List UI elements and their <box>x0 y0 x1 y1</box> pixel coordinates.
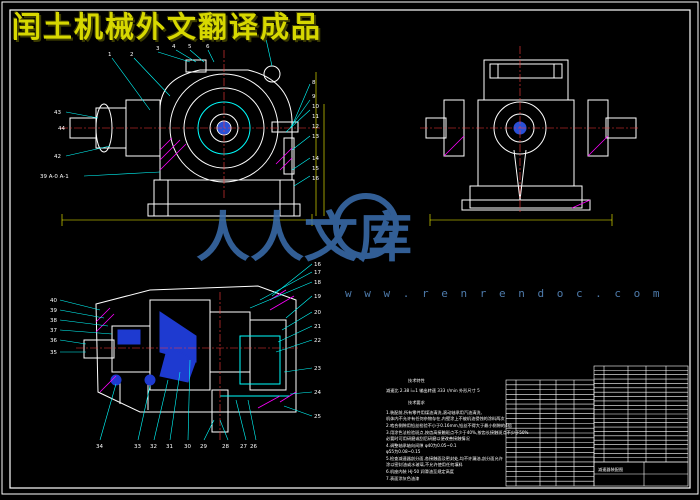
title-banner: 闰土机械外文翻译成品 <box>12 10 323 44</box>
balloon-43: 43 <box>54 110 61 116</box>
notes-spec-line: 减速比 2.38 i=1 输出转速 333 r/min 外形尺寸 5 <box>386 387 480 394</box>
requirement-5: 5.检查减速器剖分面,各接触面及密封处,均不许漏油,剖分面允许 <box>386 455 503 462</box>
balloon-s31: 31 <box>166 444 173 450</box>
balloon-s35: 35 <box>50 350 57 356</box>
balloon-14: 14 <box>312 156 319 162</box>
balloon-12: 12 <box>312 124 319 130</box>
requirement-1: 1.装配前,所有零件用煤油清洗,滚动轴承用汽油清洗, <box>386 409 482 416</box>
balloon-s25: 25 <box>314 414 321 420</box>
section-view <box>59 263 313 441</box>
balloon-s30: 30 <box>184 444 191 450</box>
section-view-labels: 16 17 18 19 20 21 22 23 24 25 26 27 28 2… <box>50 262 321 450</box>
balloon-10: 10 <box>312 104 319 110</box>
front-view-labels: 1 2 3 4 5 6 7 8 9 10 11 12 13 14 15 16 4… <box>40 24 319 182</box>
balloon-s22: 22 <box>314 338 321 344</box>
balloon-s24: 24 <box>314 390 321 396</box>
balloon-s39: 39 <box>50 308 57 314</box>
balloon-s18: 18 <box>314 280 321 286</box>
requirement-7: 7.表面涂灰色油漆 <box>386 475 419 482</box>
balloon-s20: 20 <box>314 310 321 316</box>
side-view <box>420 46 640 226</box>
requirement-3b: 必要时可用研磨或刮后研磨以便改善接触情况 <box>386 435 471 442</box>
watermark-brand-text: 人人文库 <box>196 206 412 269</box>
balloon-s32: 32 <box>150 444 157 450</box>
balloon-8: 8 <box>312 80 316 86</box>
balloon-s37: 37 <box>50 328 57 334</box>
balloon-s27: 27 <box>240 444 247 450</box>
parts-list-table <box>505 365 689 487</box>
balloon-5: 5 <box>188 44 192 50</box>
balloon-s40: 40 <box>50 298 57 304</box>
requirement-4b: φ55为0.08~0.15 <box>386 448 421 455</box>
balloon-s38: 38 <box>50 318 57 324</box>
front-view <box>60 29 325 226</box>
balloon-s34: 34 <box>96 444 103 450</box>
requirement-2: 2.啮合侧隙用铅丝检验不小于0.16mm,铅丝不得大于最小侧隙的4倍 <box>386 422 512 429</box>
drawing-frame-inner <box>9 9 691 489</box>
balloon-1: 1 <box>108 52 112 58</box>
watermark-site-text: w w w . r e n r e n d o c . c o m <box>345 287 663 300</box>
watermark-circle <box>333 193 399 259</box>
balloon-s23: 23 <box>314 366 321 372</box>
balloon-15: 15 <box>312 166 319 172</box>
balloon-7: 7 <box>262 24 266 30</box>
balloon-s16: 16 <box>314 262 321 268</box>
balloon-9: 9 <box>312 94 316 100</box>
balloon-13: 13 <box>312 134 319 140</box>
balloon-s21: 21 <box>314 324 321 330</box>
notes-subheading: 技术要求 <box>408 399 426 406</box>
balloon-3: 3 <box>156 46 160 52</box>
watermark-logo: 人人文库 <box>196 193 412 269</box>
balloon-s19: 19 <box>314 294 321 300</box>
balloon-42: 42 <box>54 154 61 160</box>
requirement-3: 3.用涂色法检验斑点,按齿高接触斑点不少于40%,按齿长接触斑点不少于50% <box>386 429 529 436</box>
balloon-s29: 29 <box>200 444 207 450</box>
technical-notes: 技术特性 减速比 2.38 i=1 输出转速 333 r/min 外形尺寸 5 … <box>386 377 529 482</box>
balloon-16: 16 <box>312 176 319 182</box>
balloon-44: 44 <box>58 126 65 132</box>
balloon-s33: 33 <box>134 444 141 450</box>
requirement-6: 6.机座内装 HJ-50 润滑油至规定高度 <box>386 468 455 475</box>
balloon-6: 6 <box>206 44 210 50</box>
requirement-5b: 涂以密封油或水玻璃,不允许使用任何填料 <box>386 461 464 468</box>
notes-heading: 技术特性 <box>408 377 425 384</box>
balloon-s36: 36 <box>50 338 57 344</box>
parts-table-rows <box>506 370 688 482</box>
title-block-name: 减速器装配图 <box>598 466 623 473</box>
balloon-s17: 17 <box>314 270 321 276</box>
requirement-1b: 机体内不允许有任何杂物存在,内壁涂上不被机油侵蚀的涂料两次 <box>386 415 505 422</box>
balloon-s28: 28 <box>222 444 229 450</box>
requirement-4: 4.调整轴承轴向间隙 φ40为0.05~0.1 <box>386 442 457 449</box>
balloon-s26: 26 <box>250 444 257 450</box>
balloon-11: 11 <box>312 114 319 120</box>
balloon-4: 4 <box>172 44 176 50</box>
dimension-annotation-left: 39 A-0 A-1 <box>40 174 69 180</box>
balloon-2: 2 <box>130 52 134 58</box>
